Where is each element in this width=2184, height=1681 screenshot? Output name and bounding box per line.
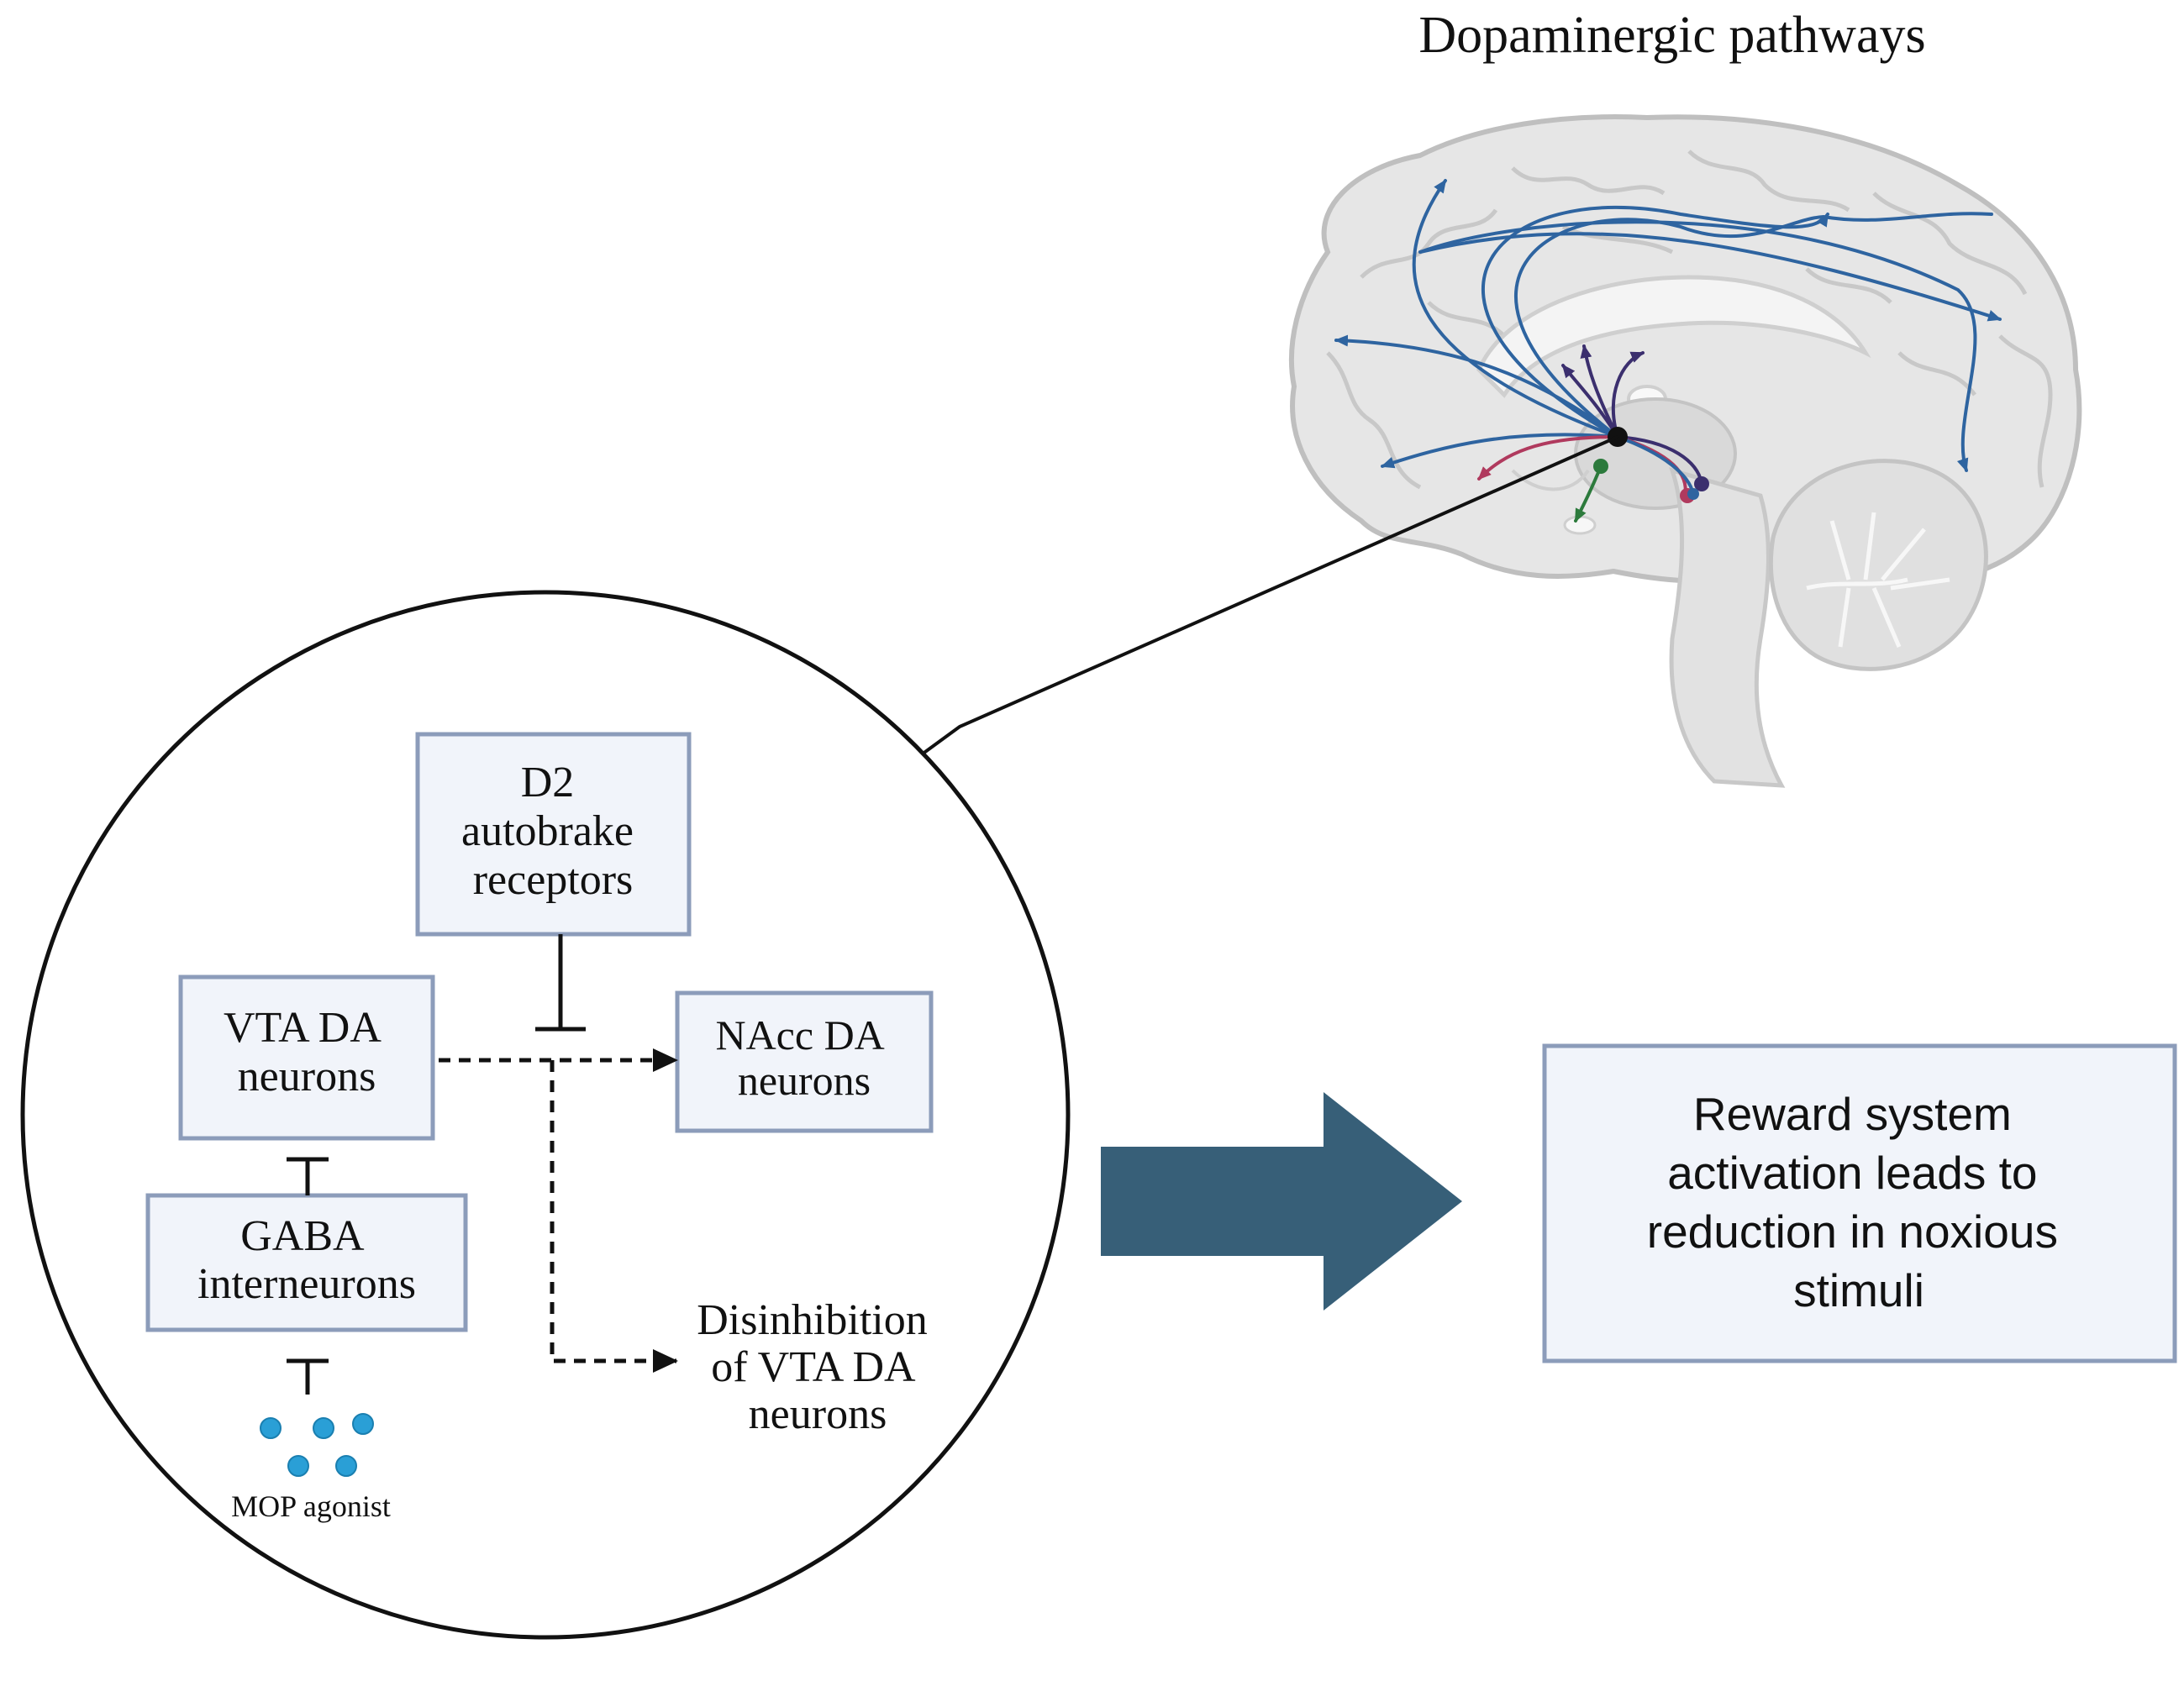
d2-line-1: D2 [521, 759, 575, 806]
svg-text:Reward system activation: Reward system activation leads to reduct… [1647, 1088, 2071, 1316]
nacc-line-1: NAcc DA [715, 1011, 884, 1059]
nacc-da-neurons-box: NAcc DA neurons [675, 990, 934, 1133]
disinhibition-label: Disinhibition of VTA DA neurons [697, 1296, 938, 1438]
right-arrow-icon [1101, 1092, 1462, 1311]
diagram-title: Dopaminergic pathways [1418, 7, 1925, 64]
disinhibition-arrow [550, 1060, 678, 1373]
brain-sagittal-icon [1288, 114, 2082, 788]
gaba-interneurons-box: GABA interneurons [145, 1193, 468, 1332]
nacc-line-2: neurons [738, 1057, 871, 1104]
outcome-line-4: stimuli [1793, 1264, 1924, 1316]
mop-agonist-label: MOP agonist [231, 1489, 391, 1523]
outcome-line-3: reduction in noxious [1647, 1206, 2058, 1258]
vta-da-neurons-box: VTA DA neurons [178, 974, 435, 1141]
outcome-line-2: activation leads to [1667, 1147, 2037, 1199]
d2-autobrake-box: D2 autobrake receptors [415, 732, 692, 937]
mop-agonist-molecules [260, 1413, 374, 1477]
t-bar-inhibition-icon [287, 934, 586, 1395]
gaba-line-1: GABA [240, 1212, 365, 1260]
svg-text:GABA interneurons: GABA interneurons [197, 1212, 416, 1308]
d2-line-2: autobrake [461, 807, 634, 855]
disinhibition-line-2: of VTA DA [711, 1343, 916, 1391]
vta-line-2: neurons [238, 1053, 376, 1101]
disinhibition-line-1: Disinhibition [697, 1296, 927, 1344]
svg-text:D2 autobrake recep: D2 autobrake receptors [461, 759, 645, 904]
d2-line-3: receptors [473, 856, 634, 904]
outcome-line-1: Reward system [1693, 1088, 2012, 1140]
outcome-box: Reward system activation leads to reduct… [1542, 1043, 2177, 1363]
svg-text:VTA DA neurons: VTA DA neurons [224, 1004, 390, 1101]
disinhibition-line-3: neurons [749, 1390, 887, 1438]
zoom-circle [20, 590, 1071, 1640]
svg-text:NAcc DA neurons: NAcc DA neurons [715, 1011, 892, 1104]
gaba-line-2: interneurons [197, 1260, 416, 1308]
vta-line-1: VTA DA [224, 1004, 382, 1052]
